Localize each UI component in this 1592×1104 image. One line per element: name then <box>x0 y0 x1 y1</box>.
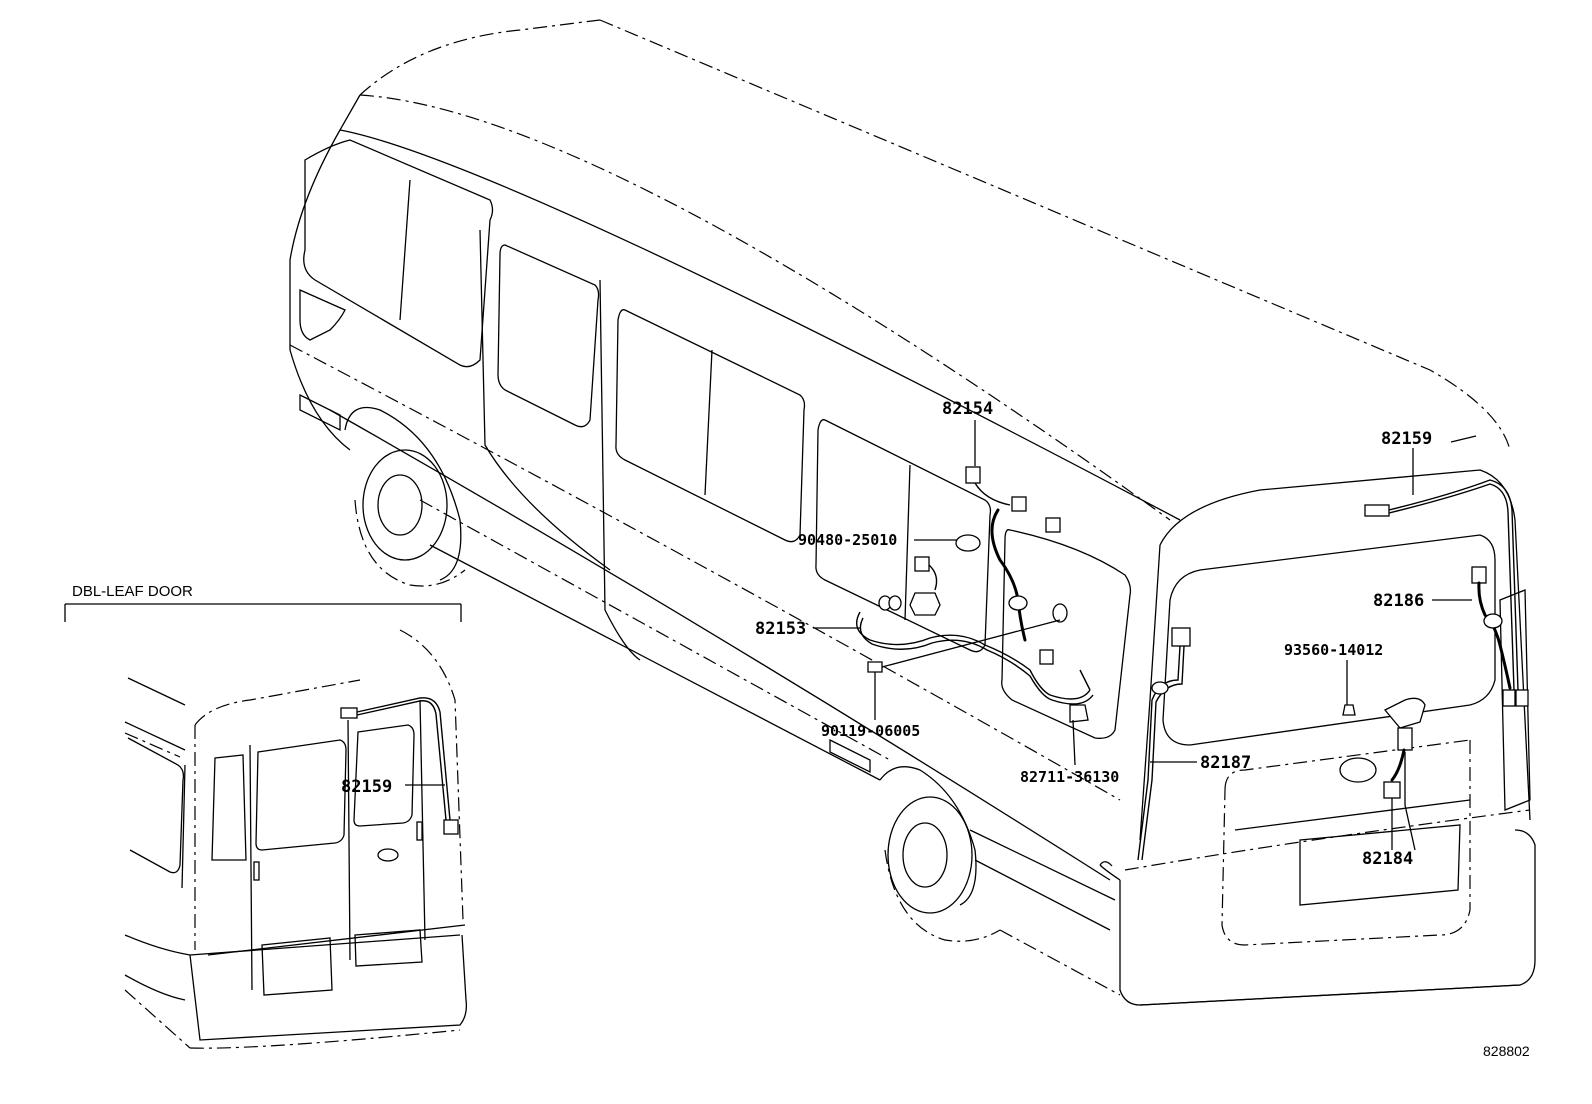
inset-dbl-leaf-door: DBL-LEAF DOOR 82159 <box>64 583 468 1049</box>
rear-wheel <box>879 766 1001 942</box>
harness-82153 <box>856 534 1094 723</box>
label-82154: 82154 <box>942 399 993 419</box>
label-93560-14012: 93560-14012 <box>1284 641 1383 659</box>
inset-title: DBL-LEAF DOOR <box>72 583 193 600</box>
harness-82159-main <box>1364 479 1529 707</box>
label-82711-36130: 82711-36130 <box>1020 768 1119 786</box>
label-82187: 82187 <box>1200 753 1251 773</box>
harness-82186 <box>1471 566 1512 690</box>
harness-82187 <box>1137 627 1191 861</box>
inset-label-82159: 82159 <box>341 777 392 797</box>
harness-82154 <box>965 466 1068 665</box>
lock-assembly-82184 <box>1342 697 1426 799</box>
label-82186: 82186 <box>1373 591 1424 611</box>
label-82159: 82159 <box>1381 429 1432 449</box>
label-82153: 82153 <box>755 619 806 639</box>
label-90480-25010: 90480-25010 <box>798 531 897 549</box>
front-wheel <box>344 406 466 587</box>
leader-lines <box>813 420 1477 851</box>
van-body-outline <box>289 19 1536 1006</box>
part-labels: 82154 82159 90480-25010 82153 82186 9356… <box>755 399 1432 869</box>
label-90119-06005: 90119-06005 <box>821 722 920 740</box>
label-82184: 82184 <box>1362 849 1413 869</box>
screw-90119-06005 <box>867 619 1061 673</box>
diagram-id: 828802 <box>1483 1043 1530 1059</box>
